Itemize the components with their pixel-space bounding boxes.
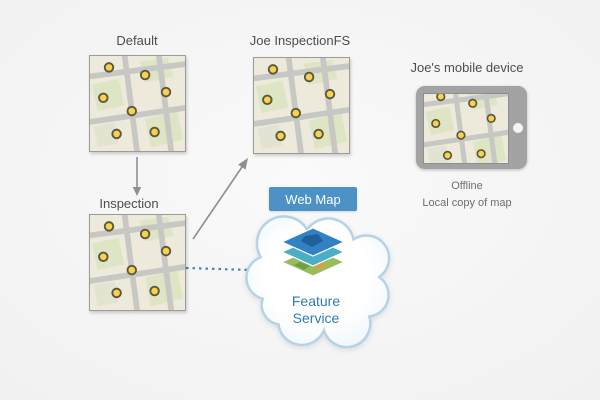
layers-stack-icon — [280, 227, 346, 277]
tablet-screen — [423, 93, 509, 164]
joe-inspectionfs-label: Joe InspectionFS — [249, 33, 351, 48]
tablet-home-button-icon — [513, 122, 523, 133]
arrow-default-to-inspection — [132, 157, 142, 196]
web-map-banner: Web Map — [269, 187, 357, 211]
inspection-label: Inspection — [99, 196, 159, 211]
feature-service-label: Feature Service — [291, 293, 341, 326]
arrow-inspection-to-joe — [192, 158, 248, 240]
cloud-icon — [245, 215, 391, 348]
layer-top — [280, 227, 346, 257]
default-map-label: Default — [116, 33, 158, 48]
default-map-thumbnail — [89, 55, 186, 152]
device-status-offline: Offline — [451, 180, 483, 192]
inspection-map-thumbnail — [89, 214, 186, 311]
device-status: Offline Local copy of map — [402, 178, 532, 211]
joe-inspectionfs-map-thumbnail — [253, 57, 350, 154]
dotted-link-inspection-to-cloud — [185, 266, 251, 272]
mobile-device-label: Joe's mobile device — [410, 60, 524, 75]
device-status-description: Local copy of map — [422, 196, 512, 209]
tablet-device-icon — [416, 86, 527, 169]
